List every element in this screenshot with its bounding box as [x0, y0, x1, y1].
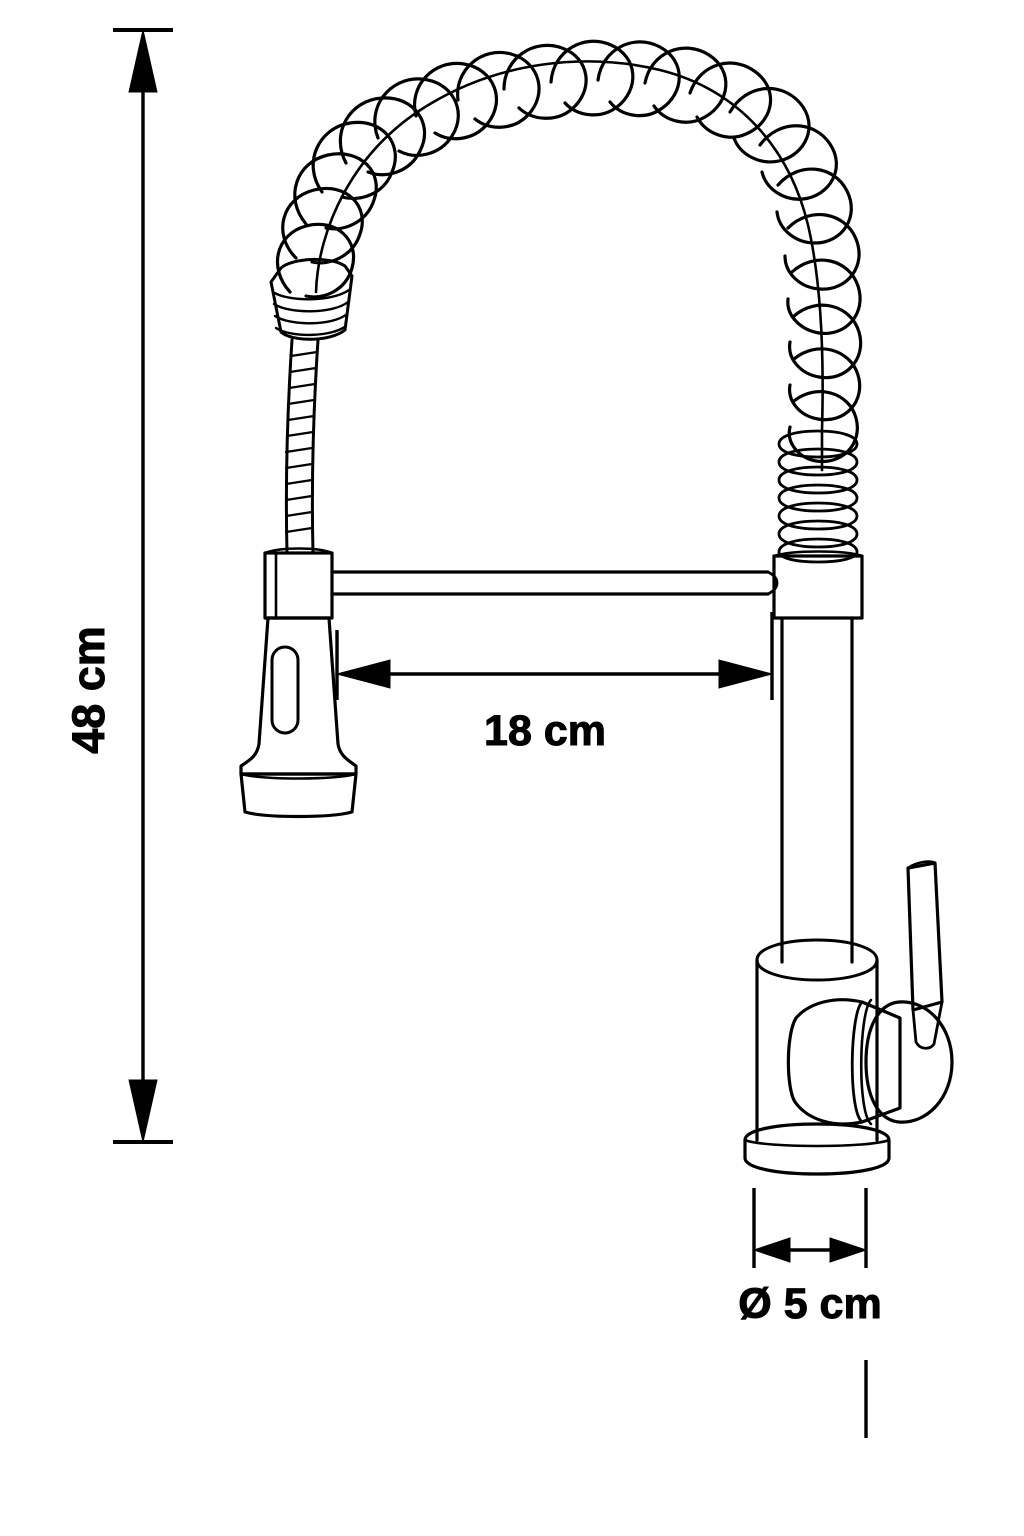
valve-body — [743, 938, 954, 1176]
corrugated-sleeve — [269, 257, 354, 341]
coil-base-collar — [772, 550, 864, 620]
dimension-label-height: 48 cm — [63, 626, 114, 754]
dimension-diameter-5cm: Ø 5 cm — [738, 1188, 882, 1438]
spout-collar — [263, 547, 334, 620]
coil-loops-left — [275, 50, 541, 299]
coil-loops-top — [502, 39, 773, 139]
dim-18-arrow-left — [335, 659, 391, 689]
vertical-riser-tube — [780, 616, 854, 964]
coil-tight-section-right — [777, 429, 859, 564]
spray-head — [239, 616, 358, 819]
dimension-height-48cm: 48 cm — [63, 28, 173, 1144]
horizontal-support-bar — [330, 570, 779, 596]
dim-18-arrow-right — [718, 659, 774, 689]
dimension-reach-18cm: 18 cm — [335, 612, 774, 756]
dim-dia-arrow-right — [829, 1237, 868, 1263]
spray-mode-button — [270, 645, 300, 735]
base-mounting-flange — [743, 1122, 891, 1176]
dimension-label-diameter: Ø 5 cm — [738, 1280, 881, 1328]
flexible-ribbed-hose — [284, 338, 320, 555]
coiled-spring-hose — [275, 39, 863, 564]
dim-48-arrow-top — [128, 29, 158, 93]
lever-handle — [906, 860, 944, 1050]
dim-48-arrow-bottom — [128, 1079, 158, 1143]
cartridge-cap-disc — [864, 1000, 954, 1124]
spray-outlet-flange — [239, 772, 358, 819]
dimension-label-reach: 18 cm — [484, 707, 606, 755]
dim-dia-arrow-left — [752, 1237, 791, 1263]
